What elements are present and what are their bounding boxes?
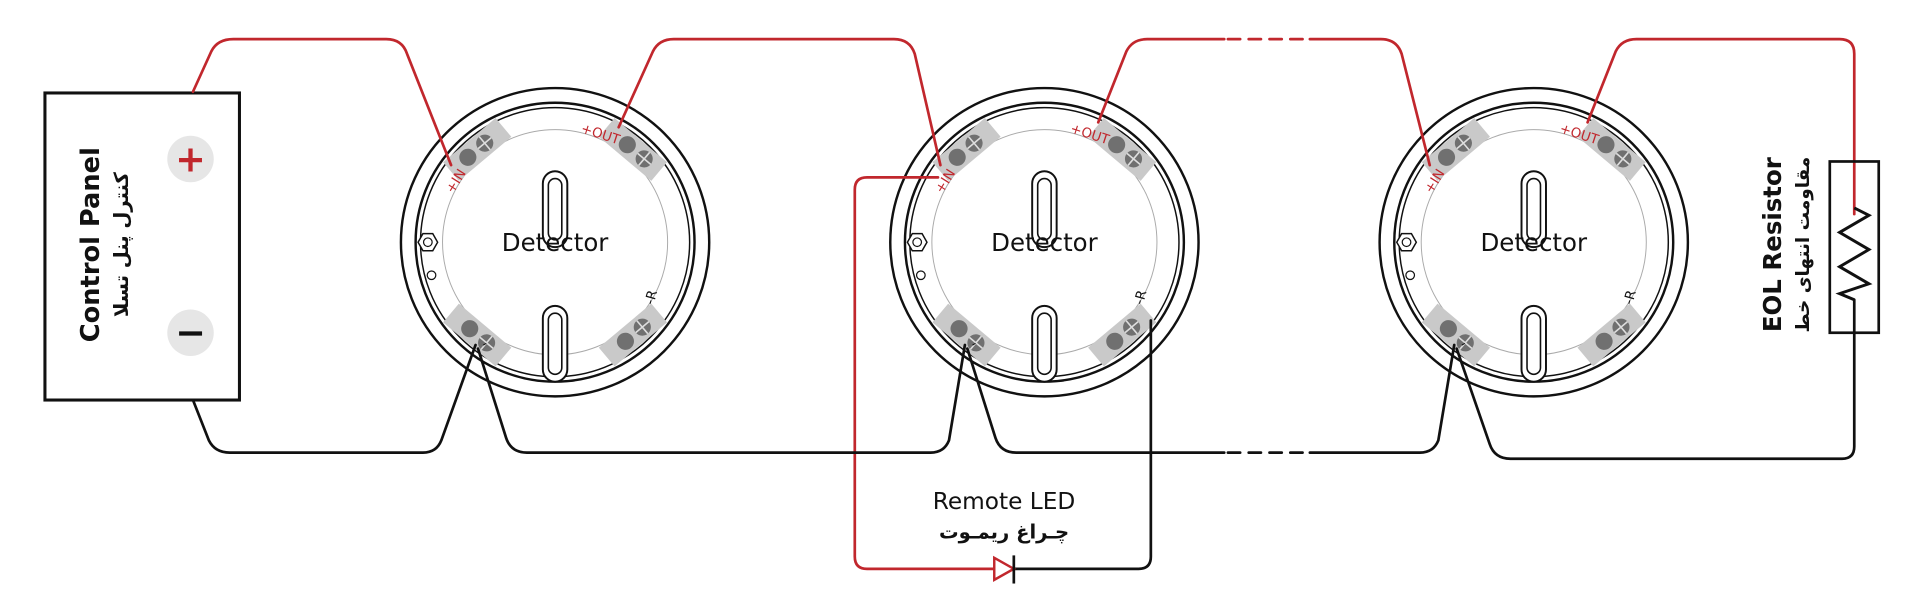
wire-dash-to-det3-neg <box>1308 343 1456 454</box>
wire-det2-neg-to-dash <box>965 347 1226 454</box>
minus-terminal <box>167 309 214 356</box>
remote-led-title: Remote LED <box>933 488 1076 515</box>
terminal-block-out <box>1088 118 1157 181</box>
terminal-block-out <box>1577 118 1646 181</box>
hex-nut-icon <box>906 232 928 252</box>
terminal-label-r: -R <box>1622 289 1640 307</box>
terminal-block-neg <box>932 303 1001 367</box>
wire-det1-out-to-det2-in <box>617 37 942 167</box>
control-panel-subtitle: کنترل پنل تسلا <box>110 172 133 318</box>
detector-label: Detector <box>991 228 1098 257</box>
wire-det3-out-to-resistor <box>1586 37 1856 216</box>
terminal-block-in <box>1421 118 1491 181</box>
plus-terminal <box>167 135 214 183</box>
screw-icon <box>1437 148 1456 166</box>
terminal-label-neg: - <box>968 337 980 352</box>
terminal-block-neg <box>443 303 512 367</box>
minus-icon: − <box>175 311 206 354</box>
screw-icon <box>1106 332 1124 350</box>
terminal-block-r <box>1577 303 1646 367</box>
wire-dash-to-det3-in <box>1308 37 1432 167</box>
detector-label: Detector <box>502 228 609 257</box>
screw-icon <box>1439 320 1457 338</box>
terminal-block-r <box>1088 303 1157 367</box>
screw-icon <box>459 148 477 166</box>
screw-icon <box>948 148 966 166</box>
detector-1: Detector+IN+OUT--R <box>399 86 711 398</box>
plus-icon: + <box>175 137 206 180</box>
control-panel: Control Panel کنترل پنل تسلا + − <box>43 91 241 402</box>
eol-resistor-subtitle: مقاومت انتهای خط <box>1793 157 1814 333</box>
screw-icon <box>1597 136 1615 154</box>
terminal-label-neg: - <box>479 337 491 352</box>
screw-icon <box>1595 332 1613 350</box>
wire-panel-to-det1-neg <box>191 343 477 454</box>
remote-led-subtitle: چـراغ ریمـوت <box>939 520 1069 543</box>
control-panel-title: Control Panel <box>76 147 106 342</box>
wire-det1-neg-to-det2-neg <box>476 343 967 454</box>
detector-3: Detector+IN+OUT--R <box>1378 86 1690 398</box>
wire-det2-in-to-led <box>853 176 996 571</box>
wire-panel-to-det1-in <box>191 37 453 167</box>
eol-resistor-title: EOL Resistor <box>1758 157 1787 332</box>
terminal-label-r: -R <box>643 289 661 307</box>
screw-icon <box>618 136 636 154</box>
terminal-block-in <box>932 118 1001 181</box>
wire-det3-neg-to-resistor <box>1455 298 1856 461</box>
screw-icon <box>461 320 479 338</box>
terminal-block-out <box>598 118 668 181</box>
detector-2: Detector+IN+OUT--R <box>889 86 1200 398</box>
terminal-block-neg <box>1421 303 1491 367</box>
terminal-block-r <box>598 303 668 367</box>
hole-icon <box>1405 270 1416 281</box>
terminal-label-neg: - <box>1458 337 1470 352</box>
screw-icon <box>950 320 968 338</box>
resistor-icon <box>1835 206 1873 302</box>
hole-icon <box>426 270 437 281</box>
led-diode-icon <box>993 555 1017 584</box>
detector-label: Detector <box>1480 228 1587 257</box>
eol-resistor: EOL Resistor مقاومت انتهای خط <box>1758 157 1881 335</box>
wire-led-to-det2-r <box>1012 319 1153 571</box>
hex-nut-icon <box>1395 232 1418 252</box>
wire-det2-out-to-dash <box>1096 37 1226 124</box>
hole-icon <box>915 270 926 281</box>
screw-icon <box>1108 136 1126 154</box>
terminal-block-in <box>443 118 512 181</box>
terminal-label-r: -R <box>1132 289 1150 307</box>
positive-wires <box>191 37 1856 571</box>
negative-wires <box>191 298 1856 571</box>
screw-icon <box>616 332 634 350</box>
hex-nut-icon <box>417 232 439 252</box>
